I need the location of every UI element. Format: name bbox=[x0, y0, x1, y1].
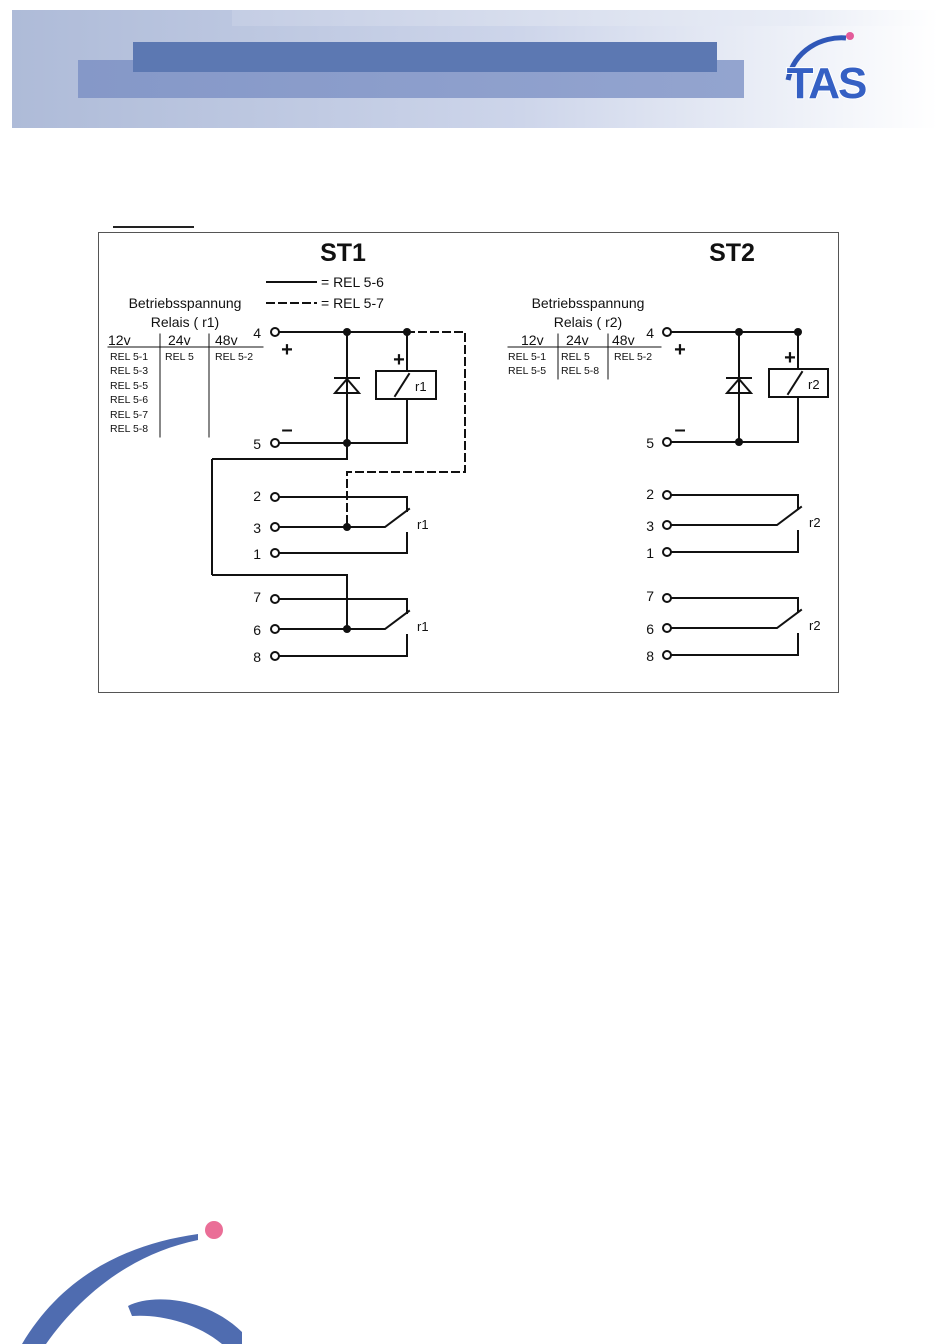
st1-label-2: 2 bbox=[253, 488, 261, 504]
relay-wiring-diagram: ST1 = REL 5-6 = REL 5-7 Betriebsspannung… bbox=[98, 232, 839, 693]
st2-terminal-7 bbox=[663, 594, 671, 602]
legend-dotted-label: = REL 5-6 bbox=[321, 274, 384, 290]
st1-12v-item-6: REL 5-8 bbox=[110, 423, 148, 435]
st1-coil-label: r1 bbox=[415, 379, 427, 394]
st1-12v-item-4: REL 5-6 bbox=[110, 394, 148, 406]
st1-12v-item-2: REL 5-3 bbox=[110, 365, 148, 377]
st1-label-7: 7 bbox=[253, 589, 261, 605]
st1-supply-label: Betriebsspannung bbox=[129, 295, 242, 311]
st1-terminal-5 bbox=[271, 439, 279, 447]
st1-rail-minus: – bbox=[281, 419, 292, 441]
st2-12v-item-1: REL 5-1 bbox=[508, 351, 546, 363]
st1-label-4: 4 bbox=[253, 325, 261, 341]
st2-title: ST2 bbox=[709, 239, 755, 267]
st1-terminal-4 bbox=[271, 328, 279, 336]
st2-contact-1-label: r2 bbox=[809, 515, 821, 530]
st1-terminal-7 bbox=[271, 595, 279, 603]
st2-terminal-6 bbox=[663, 624, 671, 632]
st2-rail-plus: + bbox=[674, 339, 686, 361]
st2-label-4: 4 bbox=[646, 325, 654, 341]
st1-relay-coil bbox=[376, 371, 436, 399]
st1-48v-item-1: REL 5-2 bbox=[215, 351, 253, 363]
caption-underline bbox=[113, 226, 194, 228]
st2-supply-label: Betriebsspannung bbox=[532, 295, 645, 311]
st2-contact-2-label: r2 bbox=[809, 618, 821, 633]
st2-terminal-5 bbox=[663, 438, 671, 446]
st1-title: ST1 bbox=[320, 239, 366, 267]
st1-contact-2 bbox=[275, 611, 409, 629]
header-top-band bbox=[232, 10, 938, 26]
footer-swoosh-logo bbox=[0, 1210, 260, 1344]
header-bar-front bbox=[133, 42, 717, 72]
st1-12v-item-3: REL 5-5 bbox=[110, 380, 148, 392]
st2-terminal-2 bbox=[663, 491, 671, 499]
st1-label-5: 5 bbox=[253, 436, 261, 452]
st1-12v-item-1: REL 5-1 bbox=[110, 351, 148, 363]
st2-relay-label: Relais ( r2) bbox=[554, 314, 622, 330]
st1-12v-item-5: REL 5-7 bbox=[110, 409, 148, 421]
st1-circuit: ST1 = REL 5-6 = REL 5-7 Betriebsspannung… bbox=[108, 239, 465, 665]
legend-dashed-label: = REL 5-7 bbox=[321, 295, 384, 311]
st2-24v-item-1: REL 5 bbox=[561, 351, 590, 363]
st1-header-48v: 48v bbox=[215, 332, 238, 348]
st1-header-12v: 12v bbox=[108, 332, 131, 348]
st2-label-7: 7 bbox=[646, 588, 654, 604]
st1-terminal-3 bbox=[271, 523, 279, 531]
st1-contact-2-label: r1 bbox=[417, 619, 429, 634]
st2-terminal-4 bbox=[663, 328, 671, 336]
st2-terminal-1 bbox=[663, 548, 671, 556]
tas-logo: TAS bbox=[770, 28, 888, 120]
st2-label-8: 8 bbox=[646, 648, 654, 664]
st2-48v-item-1: REL 5-2 bbox=[614, 351, 652, 363]
st1-terminal-8 bbox=[271, 652, 279, 660]
st2-coil-plus: + bbox=[784, 347, 796, 369]
st2-24v-item-2: REL 5-8 bbox=[561, 365, 599, 377]
st1-header-24v: 24v bbox=[168, 332, 191, 348]
st2-header-12v: 12v bbox=[521, 332, 544, 348]
st2-coil-label: r2 bbox=[808, 377, 820, 392]
st2-circuit: ST2 Betriebsspannung Relais ( r2) 12v 24… bbox=[508, 239, 828, 664]
st1-label-6: 6 bbox=[253, 622, 261, 638]
st2-label-5: 5 bbox=[646, 435, 654, 451]
st2-label-3: 3 bbox=[646, 518, 654, 534]
st2-12v-item-2: REL 5-5 bbox=[508, 365, 546, 377]
logo-text: TAS bbox=[787, 59, 866, 108]
st2-label-6: 6 bbox=[646, 621, 654, 637]
st1-contact-1 bbox=[275, 509, 409, 527]
st1-label-1: 1 bbox=[253, 546, 261, 562]
st2-header-24v: 24v bbox=[566, 332, 589, 348]
st1-coil-plus: + bbox=[393, 349, 405, 371]
st1-contact-1-label: r1 bbox=[417, 517, 429, 532]
st2-header-48v: 48v bbox=[612, 332, 635, 348]
st1-terminal-2 bbox=[271, 493, 279, 501]
st2-terminal-8 bbox=[663, 651, 671, 659]
st2-rail-minus: – bbox=[674, 419, 685, 441]
st1-label-8: 8 bbox=[253, 649, 261, 665]
st2-contact-2 bbox=[667, 610, 801, 628]
st1-terminal-1 bbox=[271, 549, 279, 557]
st1-relay-label: Relais ( r1) bbox=[151, 314, 219, 330]
st2-contact-1 bbox=[667, 507, 801, 525]
st2-terminal-3 bbox=[663, 521, 671, 529]
st1-rail-plus: + bbox=[281, 339, 293, 361]
st1-24v-item-1: REL 5 bbox=[165, 351, 194, 363]
st2-label-1: 1 bbox=[646, 545, 654, 561]
st1-terminal-6 bbox=[271, 625, 279, 633]
st1-label-3: 3 bbox=[253, 520, 261, 536]
st2-label-2: 2 bbox=[646, 486, 654, 502]
